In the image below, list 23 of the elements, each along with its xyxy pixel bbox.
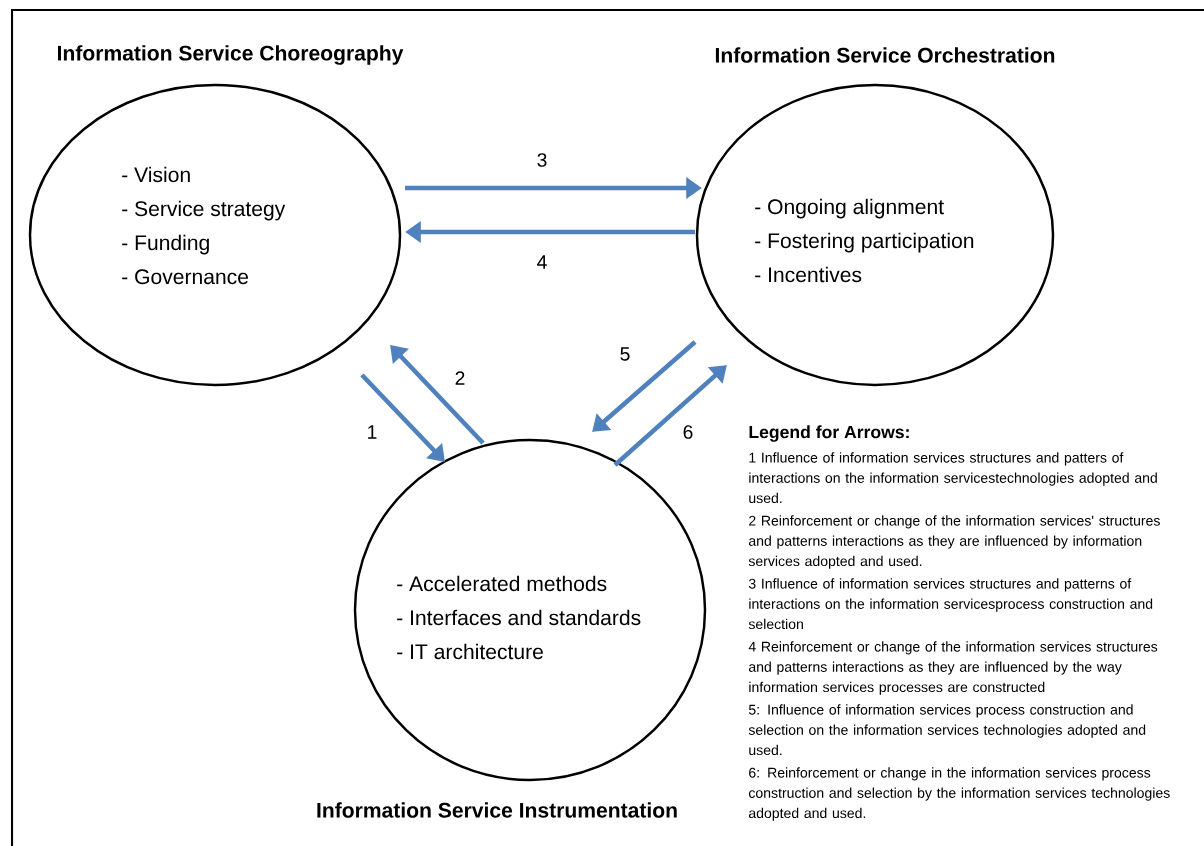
node-title: Information Service Choreography xyxy=(58,45,404,65)
edge-label: 6 xyxy=(683,425,693,439)
legend-item: 5: Influence of information services process construction and selection on the information services technologies adopted and used. xyxy=(748,704,1146,756)
circle-node: - Ongoing alignment - Fostering participation - Incentives xyxy=(695,83,1055,387)
legend-item: 3 Influence of information services structures and patterns of interactions on the information servicesprocess construction and selection xyxy=(748,578,1153,630)
arrow xyxy=(613,365,727,467)
legend-item: 4 Reinforcement or change of the information services structures and patterns interactions as they are influenced by the way information services processes are constructed xyxy=(748,641,1158,695)
circle-node: - Accelerated methods - Interfaces and standards - IT architecture xyxy=(353,438,707,782)
node-title: Information Service Instrumentation xyxy=(317,802,677,818)
edge-label: 5 xyxy=(620,347,630,361)
legend-item: 6: Reinforcement or change in the information services process construction and selection by the information services technologies adopted and used. xyxy=(748,767,1170,821)
edge-label: 1 xyxy=(368,425,377,439)
arrow xyxy=(390,345,485,445)
legend-item: 2 Reinforcement or change of the information services' structures and patterns interactions as they are influenced by information services adopted and used. xyxy=(748,515,1160,569)
edge-label: 3 xyxy=(537,153,547,167)
legend-title: Legend for Arrows: xyxy=(749,425,909,442)
legend-item: 1 Influence of information services structures and patters of interactions on the information servicestechnologies adopted and used. xyxy=(749,452,1157,504)
arrow xyxy=(592,340,697,432)
node-title: Information Service Orchestration xyxy=(715,47,1055,63)
arrow xyxy=(360,373,445,462)
circle-node: - Vision - Service strategy - Funding - Governance xyxy=(28,83,402,387)
edge-label: 4 xyxy=(537,255,547,269)
edge-label: 2 xyxy=(455,371,465,385)
